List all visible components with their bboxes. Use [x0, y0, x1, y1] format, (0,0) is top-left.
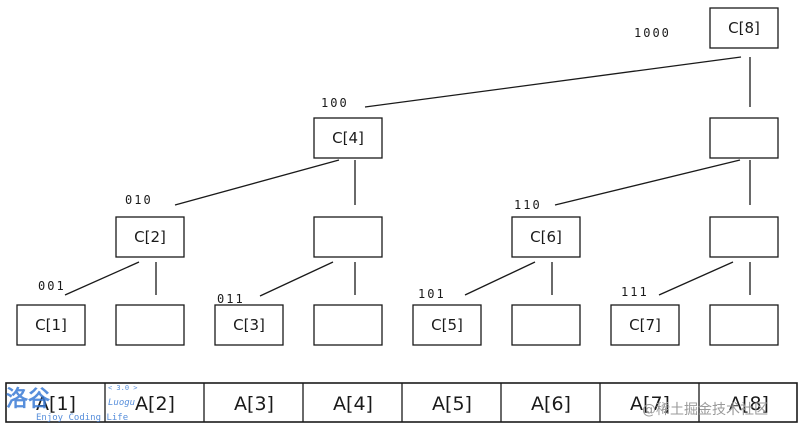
binary-label-111: 111 — [621, 285, 649, 299]
juejin-credit-watermark: @稀土掘金技术社区 — [642, 402, 768, 418]
binary-label-100: 100 — [321, 96, 349, 110]
tree-edges — [64, 56, 751, 297]
binary-labels: 1000 100 010 110 001 011 101 111 — [38, 26, 671, 306]
node-c6 — [511, 216, 581, 258]
node-label-c5: C[5] — [431, 316, 463, 334]
node-c7 — [610, 304, 680, 346]
array-row: A[1] A[2] A[3] A[4] A[5] A[6] A[7] A[8] — [5, 382, 798, 423]
node-c8 — [709, 7, 779, 49]
array-dividers — [104, 383, 700, 422]
array-cell-2: A[2] — [135, 393, 175, 415]
node-empty-6b — [511, 304, 581, 346]
array-cell-3: A[3] — [234, 393, 274, 415]
node-c5 — [412, 304, 482, 346]
node-c1 — [16, 304, 86, 346]
luogu-logo: 洛谷 — [6, 386, 51, 412]
node-c4 — [313, 117, 383, 159]
node-label-c3: C[3] — [233, 316, 265, 334]
node-label-c2: C[2] — [134, 228, 166, 246]
node-empty-8c — [709, 216, 779, 258]
node-empty-8b — [709, 117, 779, 159]
edge-c6-e8b — [554, 159, 741, 206]
node-c3 — [214, 304, 284, 346]
node-empty-4c — [313, 304, 383, 346]
edge-c3-e4b — [259, 261, 334, 297]
edge-c7-e8c — [658, 261, 734, 296]
luogu-watermark: 洛谷 < 3.0 > Luogu Enjoy Coding Life — [6, 384, 138, 423]
edge-c4-c8 — [364, 56, 742, 108]
luogu-brand: Luogu — [108, 398, 135, 408]
node-label-c4: C[4] — [332, 129, 364, 147]
binary-label-011: 011 — [217, 292, 245, 306]
binary-label-101: 101 — [418, 287, 446, 301]
array-cell-4: A[4] — [333, 393, 373, 415]
node-empty-4b — [313, 216, 383, 258]
node-label-c6: C[6] — [530, 228, 562, 246]
node-label-c1: C[1] — [35, 316, 67, 334]
edge-c5-c6 — [464, 261, 536, 296]
edge-c2-c4 — [174, 159, 340, 206]
node-c2 — [115, 216, 185, 258]
tree-nodes — [16, 7, 779, 346]
array-cell-8: A[8] — [729, 393, 769, 415]
array-cell-5: A[5] — [432, 393, 472, 415]
node-label-c7: C[7] — [629, 316, 661, 334]
array-cell-1: A[1] — [36, 393, 76, 415]
binary-label-010: 010 — [125, 193, 153, 207]
array-cell-6: A[6] — [531, 393, 571, 415]
binary-label-110: 110 — [514, 198, 542, 212]
binary-label-001: 001 — [38, 279, 66, 293]
node-labels: C[8] C[4] C[2] C[6] C[1] C[3] C[5] C[7] — [35, 19, 760, 334]
node-label-c8: C[8] — [728, 19, 760, 37]
luogu-version: < 3.0 > — [108, 384, 138, 392]
array-cell-7: A[7] — [630, 393, 670, 415]
edge-c1-c2 — [64, 261, 140, 296]
luogu-tagline: Enjoy Coding Life — [36, 413, 128, 423]
node-empty-2b — [115, 304, 185, 346]
node-empty-8d — [709, 304, 779, 346]
binary-label-1000: 1000 — [634, 26, 671, 40]
